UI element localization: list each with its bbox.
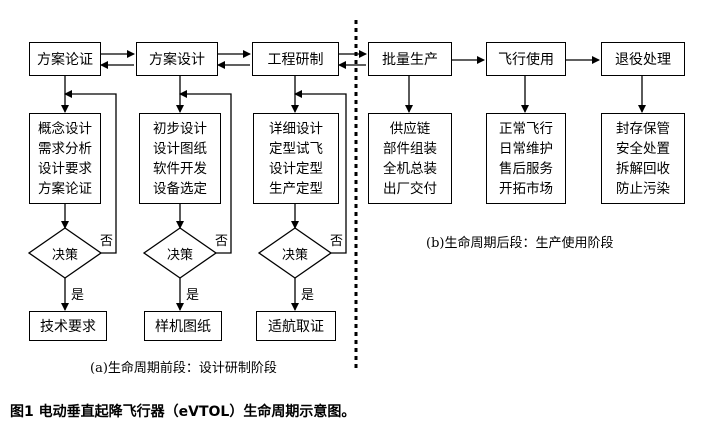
figure-caption: 图1 电动垂直起降飞行器（eVTOL）生命周期示意图。 xyxy=(10,404,356,420)
stage-mass-production: 批量生产 xyxy=(368,42,452,76)
detail-item: 需求分析 xyxy=(38,140,92,157)
detail-item: 设计定型 xyxy=(269,160,323,177)
detail-item: 方案论证 xyxy=(38,180,92,197)
detail-box-flight-operation: 正常飞行 日常维护 售后服务 开拓市场 xyxy=(486,113,566,204)
detail-item: 开拓市场 xyxy=(499,180,553,197)
no-label: 否 xyxy=(215,234,229,249)
detail-item: 防止污染 xyxy=(616,180,670,197)
detail-item: 售后服务 xyxy=(499,160,553,177)
stage-scheme-design: 方案设计 xyxy=(136,42,218,76)
decision-label: 决策 xyxy=(166,248,193,263)
detail-item: 设备选定 xyxy=(153,180,207,197)
detail-box-retirement: 封存保管 安全处置 拆解回收 防止污染 xyxy=(601,113,685,204)
decision-label: 决策 xyxy=(281,248,308,263)
detail-item: 全机总装 xyxy=(383,160,437,177)
detail-item: 供应链 xyxy=(389,120,431,137)
yes-label: 是 xyxy=(71,288,85,303)
output-prototype-drawings: 样机图纸 xyxy=(144,311,222,341)
detail-box-engineering-development: 详细设计 定型试飞 设计定型 生产定型 xyxy=(253,113,339,204)
detail-item: 安全处置 xyxy=(616,140,670,157)
stage-scheme-demonstration: 方案论证 xyxy=(29,42,101,76)
detail-item: 详细设计 xyxy=(269,120,323,137)
detail-item: 封存保管 xyxy=(616,120,670,137)
output-technical-requirements: 技术要求 xyxy=(29,311,107,341)
stage-retirement: 退役处理 xyxy=(601,42,685,76)
stage-flight-operation: 飞行使用 xyxy=(486,42,566,76)
detail-box-mass-production: 供应链 部件组装 全机总装 出厂交付 xyxy=(368,113,452,204)
detail-item: 概念设计 xyxy=(38,120,92,137)
yes-label: 是 xyxy=(186,288,200,303)
caption-phase2: (b)生命周期后段：生产使用阶段 xyxy=(426,236,614,251)
detail-item: 初步设计 xyxy=(153,120,207,137)
detail-item: 日常维护 xyxy=(499,140,553,157)
detail-item: 生产定型 xyxy=(269,180,323,197)
detail-item: 定型试飞 xyxy=(269,140,323,157)
decision-label: 决策 xyxy=(51,248,78,263)
no-label: 否 xyxy=(330,234,344,249)
detail-box-scheme-design: 初步设计 设计图纸 软件开发 设备选定 xyxy=(139,113,221,204)
detail-box-scheme-demonstration: 概念设计 需求分析 设计要求 方案论证 xyxy=(29,113,101,204)
detail-item: 出厂交付 xyxy=(383,180,437,197)
detail-item: 部件组装 xyxy=(383,140,437,157)
yes-label: 是 xyxy=(301,288,315,303)
detail-item: 设计要求 xyxy=(38,160,92,177)
detail-item: 设计图纸 xyxy=(153,140,207,157)
no-label: 否 xyxy=(100,234,114,249)
stage-engineering-development: 工程研制 xyxy=(252,42,339,76)
output-airworthiness-certification: 适航取证 xyxy=(256,311,336,341)
detail-item: 正常飞行 xyxy=(499,120,553,137)
detail-item: 软件开发 xyxy=(153,160,207,177)
detail-item: 拆解回收 xyxy=(616,160,670,177)
caption-phase1: (a)生命周期前段：设计研制阶段 xyxy=(90,361,277,376)
